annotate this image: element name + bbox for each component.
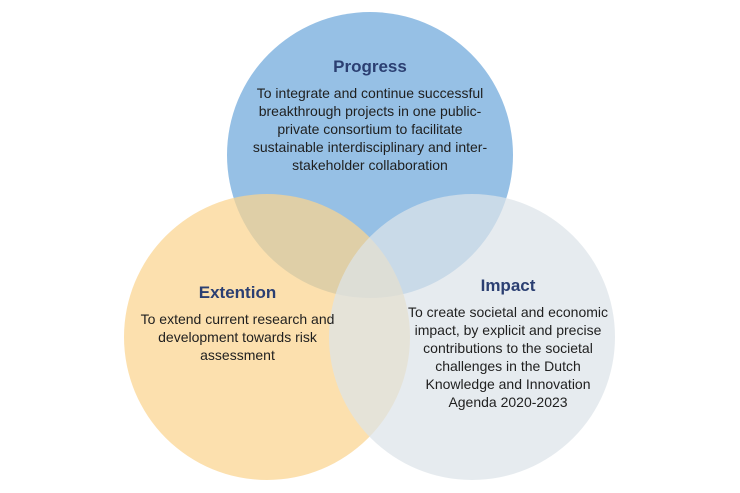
progress-description: To integrate and continue successful bre… [252, 85, 488, 173]
extention-text-block: Extention To extend current research and… [135, 282, 340, 364]
progress-text-block: Progress To integrate and continue succe… [250, 56, 490, 174]
impact-text-block: Impact To create societal and economic i… [408, 275, 608, 411]
extention-circle [124, 194, 410, 480]
impact-description: To create societal and economic impact, … [408, 304, 608, 410]
impact-circle [329, 194, 615, 480]
impact-title: Impact [480, 276, 536, 295]
progress-title: Progress [333, 57, 407, 76]
extention-description: To extend current research and developme… [140, 311, 335, 363]
extention-title: Extention [198, 283, 277, 302]
